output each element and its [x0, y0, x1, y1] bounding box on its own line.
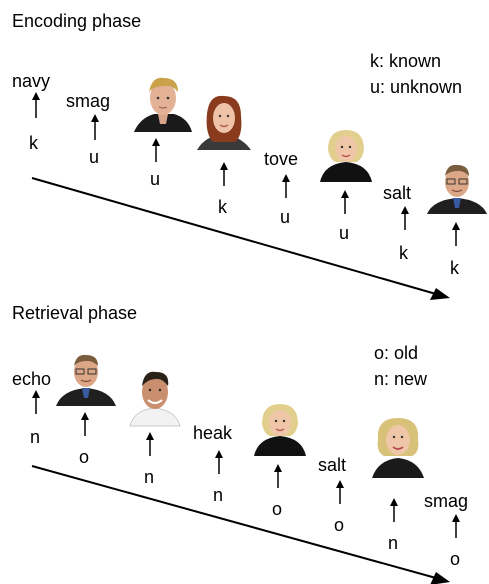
face-blonde-woman-image: [320, 130, 372, 182]
encoding-legend-known: k: known: [370, 51, 442, 71]
face-young-man-image: [134, 77, 192, 132]
encoding-tag-6: u: [339, 223, 350, 243]
encoding-word-navy: navy: [12, 71, 51, 91]
encoding-stimulus-arrows: [32, 92, 460, 246]
encoding-tag-2: u: [89, 147, 100, 167]
retrieval-word-heak: heak: [193, 423, 233, 443]
encoding-legend-unknown: u: unknown: [370, 77, 463, 97]
retrieval-timeline-arrow: [31, 465, 450, 584]
encoding-tag-4: k: [218, 197, 227, 217]
face-red-haired-woman-image: [197, 95, 251, 150]
face-man-glasses-retrieval-image: [56, 354, 116, 406]
retrieval-stimulus-arrows: [32, 390, 460, 538]
encoding-tag-1: k: [29, 133, 38, 153]
retrieval-legend-new: n: new: [374, 369, 428, 389]
encoding-tag-8: k: [450, 258, 459, 278]
encoding-word-smag: smag: [66, 91, 111, 111]
retrieval-word-smag: smag: [424, 491, 469, 511]
retrieval-tag-4: n: [213, 485, 224, 505]
face-man-glasses-image: [427, 164, 487, 214]
retrieval-tag-7: n: [388, 533, 399, 553]
encoding-tag-7: k: [399, 243, 408, 263]
encoding-tag-3: u: [150, 169, 161, 189]
encoding-timeline-arrow: [31, 177, 450, 300]
retrieval-tag-3: n: [144, 467, 155, 487]
retrieval-word-echo: echo: [12, 369, 52, 389]
retrieval-word-salt: salt: [318, 455, 347, 475]
encoding-word-tove: tove: [264, 149, 299, 169]
retrieval-tag-2: o: [79, 447, 90, 467]
retrieval-tag-6: o: [334, 515, 345, 535]
retrieval-phase-title: Retrieval phase: [12, 303, 138, 323]
face-smiling-man-image: [129, 371, 181, 427]
face-blonde-woman-retrieval-image: [254, 404, 306, 456]
face-older-blonde-woman-image: [372, 418, 424, 478]
retrieval-tag-1: n: [30, 427, 41, 447]
encoding-phase-title: Encoding phase: [12, 11, 142, 31]
retrieval-legend-old: o: old: [374, 343, 419, 363]
retrieval-tag-5: o: [272, 499, 283, 519]
encoding-word-salt: salt: [383, 183, 412, 203]
retrieval-tag-8: o: [450, 549, 461, 569]
encoding-tag-5: u: [280, 207, 291, 227]
